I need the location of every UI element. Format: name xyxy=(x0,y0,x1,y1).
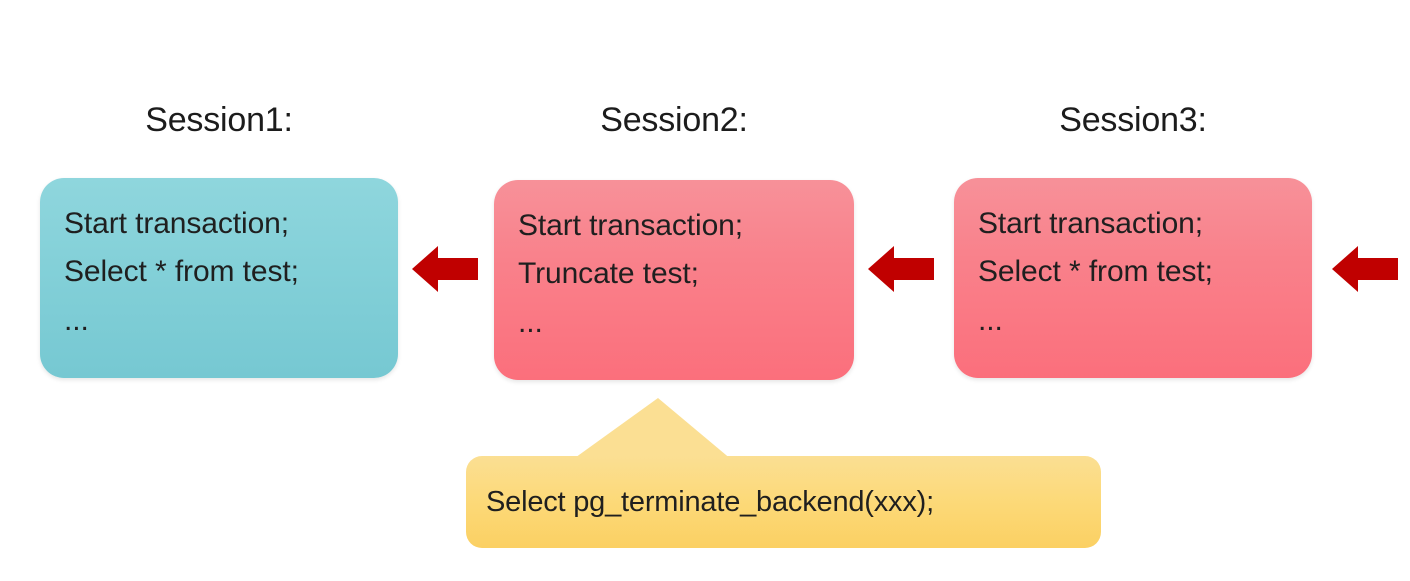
session2-title: Session2: xyxy=(600,101,748,139)
callout-pointer-icon xyxy=(572,398,732,460)
session3-line-3: ... xyxy=(978,304,1003,337)
session1-box: Start transaction; Select * from test; .… xyxy=(40,178,398,378)
terminate-backend-callout: Select pg_terminate_backend(xxx); xyxy=(466,456,1101,548)
session2-line-2: Truncate test; xyxy=(518,257,699,290)
session3-line-1: Start transaction; xyxy=(978,207,1203,240)
left-arrow-icon xyxy=(868,246,934,292)
left-arrow-icon xyxy=(1332,246,1398,292)
session1-line-1: Start transaction; xyxy=(64,207,289,240)
session2-line-1: Start transaction; xyxy=(518,209,743,242)
session2-line-3: ... xyxy=(518,306,543,339)
session2-box: Start transaction; Truncate test; ... xyxy=(494,180,854,380)
session1-line-2: Select * from test; xyxy=(64,255,299,288)
session3-line-2: Select * from test; xyxy=(978,255,1213,288)
session1-title: Session1: xyxy=(145,101,293,139)
left-arrow-icon xyxy=(412,246,478,292)
session3-title: Session3: xyxy=(1059,101,1207,139)
session3-box: Start transaction; Select * from test; .… xyxy=(954,178,1312,378)
session1-line-3: ... xyxy=(64,304,89,337)
callout-text: Select pg_terminate_backend(xxx); xyxy=(486,486,934,518)
